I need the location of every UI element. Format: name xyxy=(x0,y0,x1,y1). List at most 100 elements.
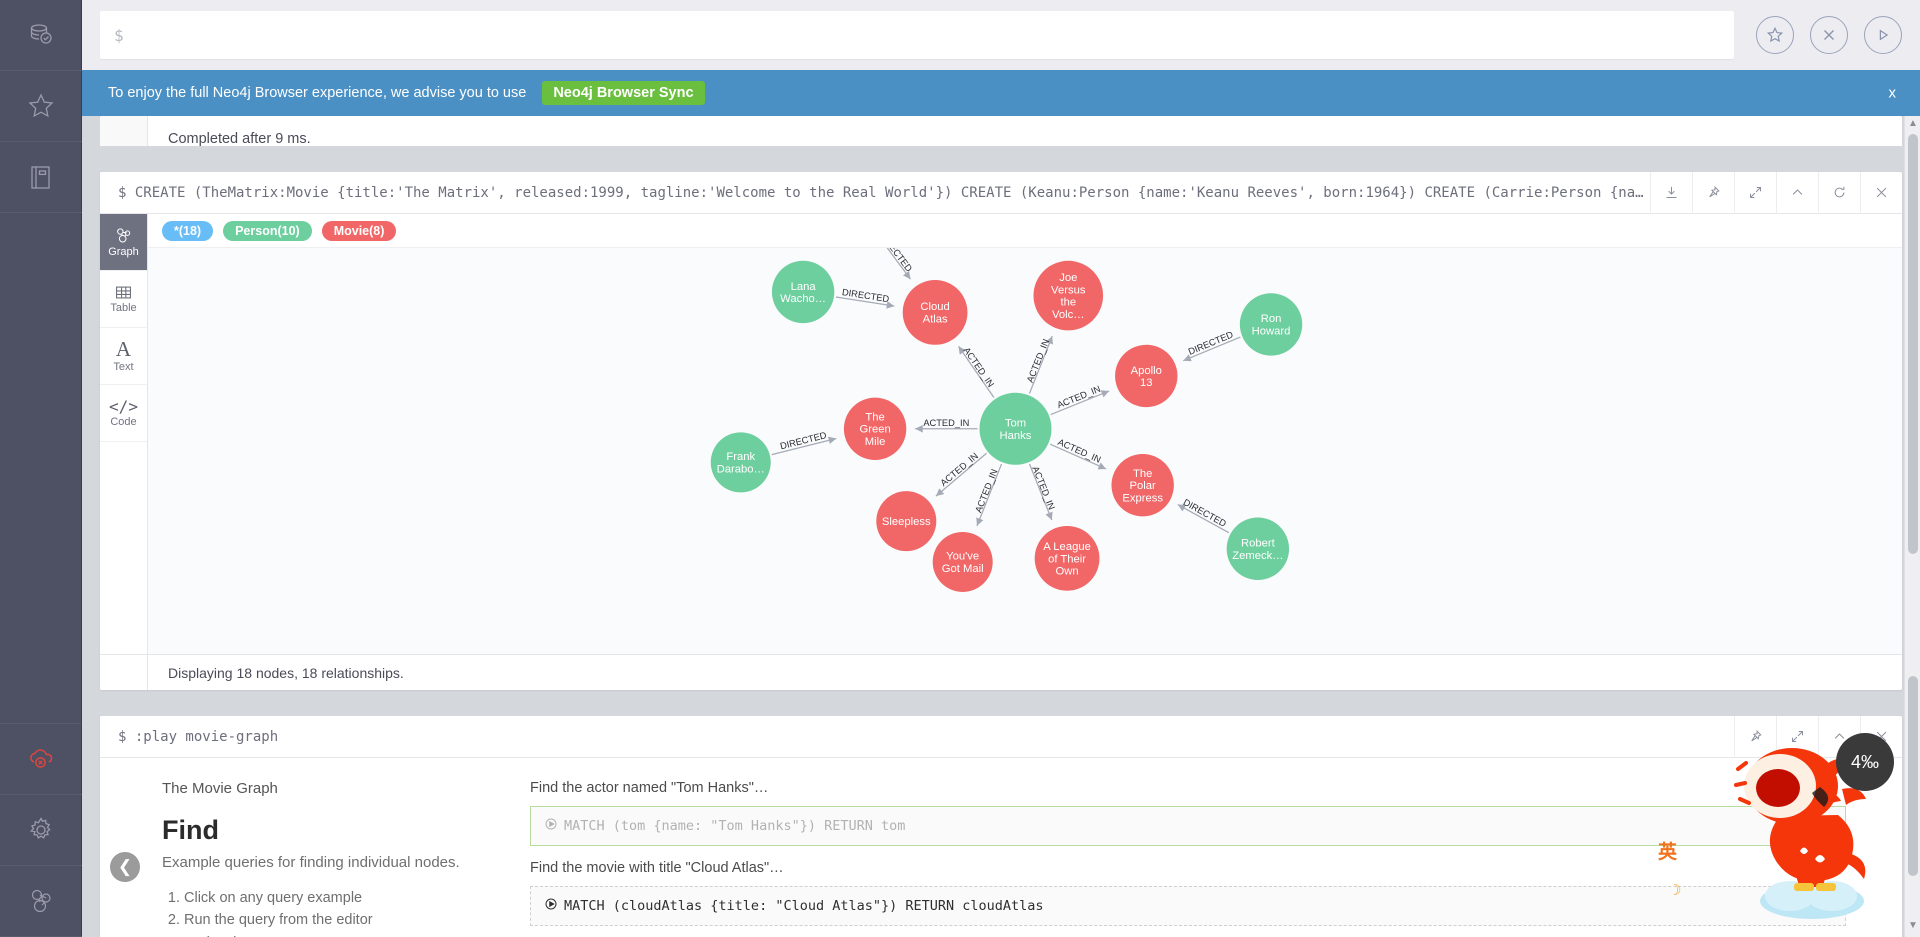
play-icon xyxy=(1879,29,1889,41)
graph-relationship[interactable] xyxy=(771,436,837,456)
graph-relationship[interactable] xyxy=(957,345,995,398)
graph-relationship[interactable] xyxy=(976,463,1003,527)
graph-node[interactable]: RobertZemeck… xyxy=(1226,517,1290,580)
node-circle[interactable] xyxy=(1034,525,1100,591)
node-circle[interactable] xyxy=(1239,293,1303,356)
pin-icon xyxy=(1751,729,1762,742)
node-circle[interactable] xyxy=(710,432,771,493)
gear-icon xyxy=(26,815,56,845)
graph-node[interactable]: JoeVersustheVolc… xyxy=(1033,260,1104,331)
star-icon xyxy=(1766,26,1784,43)
graph-relationship[interactable] xyxy=(1028,463,1053,521)
download-button[interactable] xyxy=(1650,172,1692,214)
guide-left-column: ❮ The Movie Graph Find Example queries f… xyxy=(100,780,530,937)
scroll-down-arrow[interactable]: ▼ xyxy=(1908,920,1918,931)
relationship-label: ACTED_IN xyxy=(1056,437,1102,465)
rerun-button[interactable] xyxy=(1818,172,1860,214)
sidebar-item-favorites[interactable] xyxy=(0,71,82,142)
sidebar-item-about[interactable] xyxy=(0,866,82,937)
run-button[interactable] xyxy=(1864,16,1902,54)
graph-relationship[interactable] xyxy=(1177,503,1230,534)
legend-chip-person[interactable]: Person(10) xyxy=(223,220,312,241)
guide-pin-button[interactable] xyxy=(1734,716,1776,758)
node-circle[interactable] xyxy=(771,260,835,324)
close-frame-button[interactable] xyxy=(1860,172,1902,214)
browser-sync-button[interactable]: Neo4j Browser Sync xyxy=(542,81,705,105)
tab-code[interactable]: </> Code xyxy=(100,385,147,442)
graph-relationship[interactable] xyxy=(835,296,895,309)
favorite-button[interactable] xyxy=(1756,16,1794,54)
graph-node[interactable]: FrankDarabo… xyxy=(710,432,771,493)
scrollbar-thumb-secondary[interactable] xyxy=(1908,676,1918,876)
fullscreen-button[interactable] xyxy=(1734,172,1776,214)
tab-table[interactable]: Table xyxy=(100,271,147,328)
node-circle[interactable] xyxy=(979,392,1052,465)
editor-bar: $ xyxy=(82,0,1920,70)
query-editor[interactable]: $ xyxy=(100,11,1734,59)
node-circle[interactable] xyxy=(902,279,968,345)
refresh-icon xyxy=(1834,186,1845,198)
tab-text[interactable]: A Text xyxy=(100,328,147,385)
rail-spacer xyxy=(0,213,81,724)
graph-relationship[interactable] xyxy=(1028,335,1053,394)
node-label: Versus xyxy=(1051,284,1086,296)
example-query-card-1[interactable]: MATCH (tom {name: "Tom Hanks"}) RETURN t… xyxy=(530,806,1846,846)
graph-relationship[interactable] xyxy=(1050,390,1110,416)
result-frame-footer: Displaying 18 nodes, 18 relationships. xyxy=(100,654,1902,690)
graph-node[interactable]: Sleepless xyxy=(876,491,937,552)
guide-step: Notice the syntax pattern xyxy=(184,932,530,937)
pin-button[interactable] xyxy=(1692,172,1734,214)
node-circle[interactable] xyxy=(932,531,993,592)
close-icon xyxy=(1876,731,1887,742)
example-caption-2: Find the movie with title "Cloud Atlas"… xyxy=(530,860,784,876)
guide-close-button[interactable] xyxy=(1860,716,1902,758)
legend-chip-all[interactable]: *(18) xyxy=(162,220,214,241)
relationship-label: ACTED_IN xyxy=(1025,338,1051,384)
guide-right-column: Find the actor named "Tom Hanks"… MATCH … xyxy=(530,780,1902,937)
main-column: $ xyxy=(82,0,1920,937)
legend-chip-movie[interactable]: Movie(8) xyxy=(321,220,397,241)
vertical-scrollbar[interactable]: ▲ ▼ xyxy=(1904,116,1920,937)
node-circle[interactable] xyxy=(843,397,907,460)
graph-canvas-svg[interactable]: DIRECTEDDIRECTEDDIRECTEDDIRECTEDDIRECTED… xyxy=(148,214,1902,645)
guide-fullscreen-button[interactable] xyxy=(1776,716,1818,758)
node-circle[interactable] xyxy=(1226,517,1290,580)
example-query-card-2[interactable]: MATCH (cloudAtlas {title: "Cloud Atlas"}… xyxy=(530,886,1846,926)
guide-collapse-button[interactable] xyxy=(1818,716,1860,758)
node-circle[interactable] xyxy=(1111,453,1174,517)
graph-relationship[interactable] xyxy=(1049,443,1107,470)
banner-close-button[interactable]: x xyxy=(1888,84,1897,102)
node-circle[interactable] xyxy=(1033,260,1104,331)
guide-back-button[interactable]: ❮ xyxy=(110,852,140,882)
sidebar-item-cloud[interactable] xyxy=(0,724,82,795)
clear-button[interactable] xyxy=(1810,16,1848,54)
sidebar-item-settings[interactable] xyxy=(0,795,82,866)
graph-relationship[interactable] xyxy=(935,452,987,497)
node-label: Volc… xyxy=(1052,309,1085,321)
node-label: Ron xyxy=(1261,313,1282,325)
node-circle[interactable] xyxy=(876,491,937,552)
sidebar-item-database[interactable] xyxy=(0,0,82,71)
collapse-button[interactable] xyxy=(1776,172,1818,214)
node-label: Green xyxy=(859,424,890,436)
graph-relationship[interactable] xyxy=(1183,336,1241,362)
node-label: Polar xyxy=(1130,480,1157,492)
graph-node[interactable]: LanaWacho… xyxy=(771,260,835,324)
node-label: Darabo… xyxy=(717,463,765,475)
scroll-up-arrow[interactable]: ▲ xyxy=(1908,118,1918,129)
guide-frame-toolbar xyxy=(1734,716,1902,758)
tab-graph[interactable]: Graph xyxy=(100,214,147,271)
node-circle[interactable] xyxy=(1115,344,1178,408)
sidebar-item-documents[interactable] xyxy=(0,142,82,213)
scrollbar-thumb[interactable] xyxy=(1908,134,1918,554)
node-label: the xyxy=(1060,297,1076,309)
